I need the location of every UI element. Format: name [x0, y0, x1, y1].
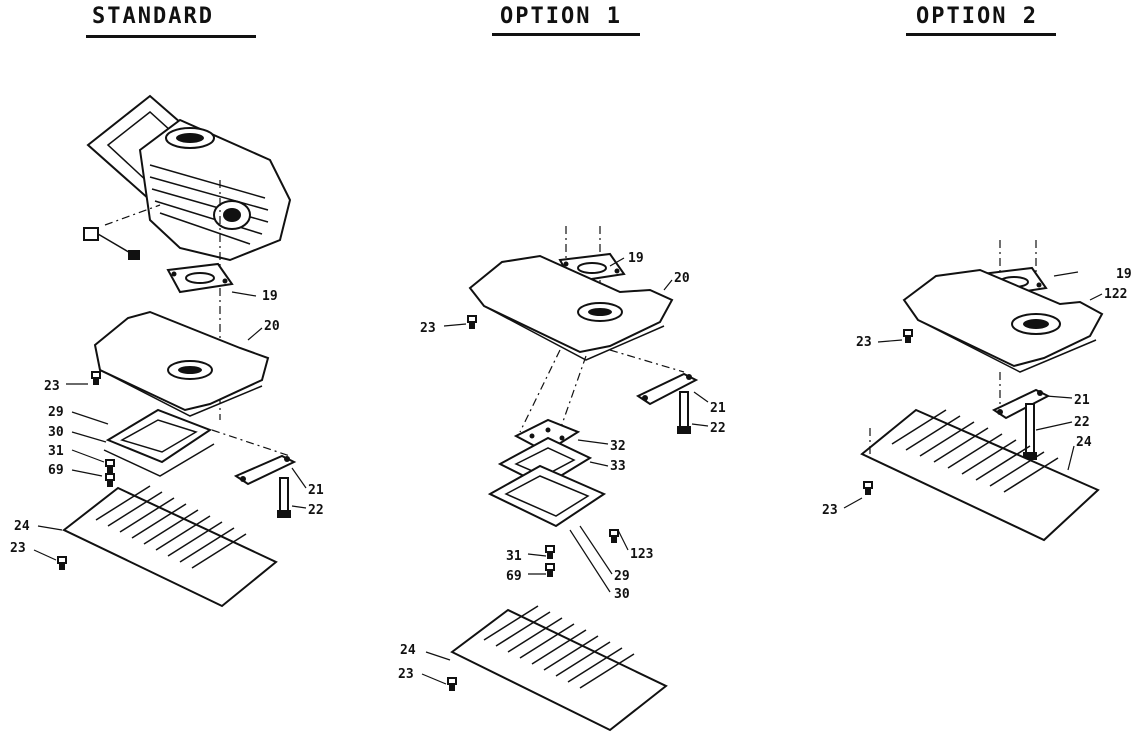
baffle-29-30-option-1 — [487, 464, 607, 528]
option-1-assembly: 19 20 23 21 22 32 33 123 31 69 29 30 24 … — [398, 226, 726, 732]
screw-23-lower-option-1 — [447, 677, 457, 692]
cylinder-bolt — [83, 227, 140, 260]
callout-32-option-1: 32 — [610, 439, 626, 454]
bracket-21-standard — [233, 454, 297, 486]
callout-122-option-2: 122 — [1104, 287, 1127, 302]
callout-22-standard: 22 — [308, 503, 324, 518]
screw-23-upper-option-1 — [467, 315, 477, 330]
callout-30-standard: 30 — [48, 425, 64, 440]
bolt-22-option-2 — [1023, 403, 1037, 460]
callout-31-standard: 31 — [48, 444, 64, 459]
screw-23-lower-option-2 — [863, 481, 873, 496]
callout-23-option-1: 23 — [420, 321, 436, 336]
callout-23-standard: 23 — [44, 379, 60, 394]
callout-30-option-1: 30 — [614, 587, 630, 602]
callout-69-standard: 69 — [48, 463, 64, 478]
screw-31-option-1 — [545, 545, 555, 560]
heading-option-2-underline — [906, 33, 1056, 36]
heading-option-1-underline — [492, 33, 640, 36]
callout-19-option-1: 19 — [628, 251, 644, 266]
callout-20-standard: 20 — [264, 319, 280, 334]
screw-23-lower-standard — [57, 556, 67, 571]
callout-20-option-1: 20 — [674, 271, 690, 286]
screw-23-upper-standard — [91, 371, 101, 386]
screw-123-option-1 — [609, 529, 619, 544]
spark-screen-24-option-2 — [860, 408, 1100, 542]
heading-option-1: OPTION 1 — [500, 4, 622, 29]
callout-23-option-2: 23 — [856, 335, 872, 350]
callout-31-option-1: 31 — [506, 549, 522, 564]
cylinder — [138, 118, 292, 262]
callout-22-option-1: 22 — [710, 421, 726, 436]
muffler-housing-20-standard — [93, 310, 270, 417]
callout-22-option-2: 22 — [1074, 415, 1090, 430]
bolt-22-standard — [277, 477, 291, 518]
bracket-21-option-1 — [635, 372, 699, 406]
callout-123-option-1: 123 — [630, 547, 653, 562]
callout-21-option-1: 21 — [710, 401, 726, 416]
heading-standard-underline — [86, 35, 256, 38]
callout-23b-option-1: 23 — [398, 667, 414, 682]
baffle-29-30-standard — [103, 408, 215, 477]
muffler-housing-20-option-1 — [468, 254, 674, 361]
callout-29-standard: 29 — [48, 405, 64, 420]
callout-21-standard: 21 — [308, 483, 324, 498]
callout-19-option-2: 19 — [1116, 267, 1132, 282]
gasket-19-standard — [167, 263, 233, 293]
callout-23b-option-2: 23 — [822, 503, 838, 518]
spark-screen-24-option-1 — [450, 605, 668, 732]
callout-33-option-1: 33 — [610, 459, 626, 474]
heading-option-2: OPTION 2 — [916, 4, 1038, 29]
screw-69-standard — [105, 473, 115, 488]
callout-24-option-1: 24 — [400, 643, 416, 658]
screw-69-option-1 — [545, 563, 555, 578]
callout-23b-standard: 23 — [10, 541, 26, 556]
muffler-housing-122-option-2 — [902, 268, 1104, 373]
callout-69-option-1: 69 — [506, 569, 522, 584]
bolt-22-option-1 — [677, 391, 691, 434]
callout-19-standard: 19 — [262, 289, 278, 304]
bracket-21-option-2 — [991, 388, 1051, 420]
callout-29-option-1: 29 — [614, 569, 630, 584]
heading-standard: STANDARD — [92, 4, 214, 29]
screw-31-standard — [105, 459, 115, 474]
callout-24-option-2: 24 — [1076, 435, 1092, 450]
screw-23-upper-option-2 — [903, 329, 913, 344]
option-2-assembly: 19 122 23 21 22 24 23 — [822, 240, 1132, 542]
callout-21-option-2: 21 — [1074, 393, 1090, 408]
callout-24-standard: 24 — [14, 519, 30, 534]
standard-assembly: 19 20 23 29 30 31 69 21 22 24 23 — [10, 94, 324, 608]
spark-screen-24-standard — [62, 485, 278, 608]
